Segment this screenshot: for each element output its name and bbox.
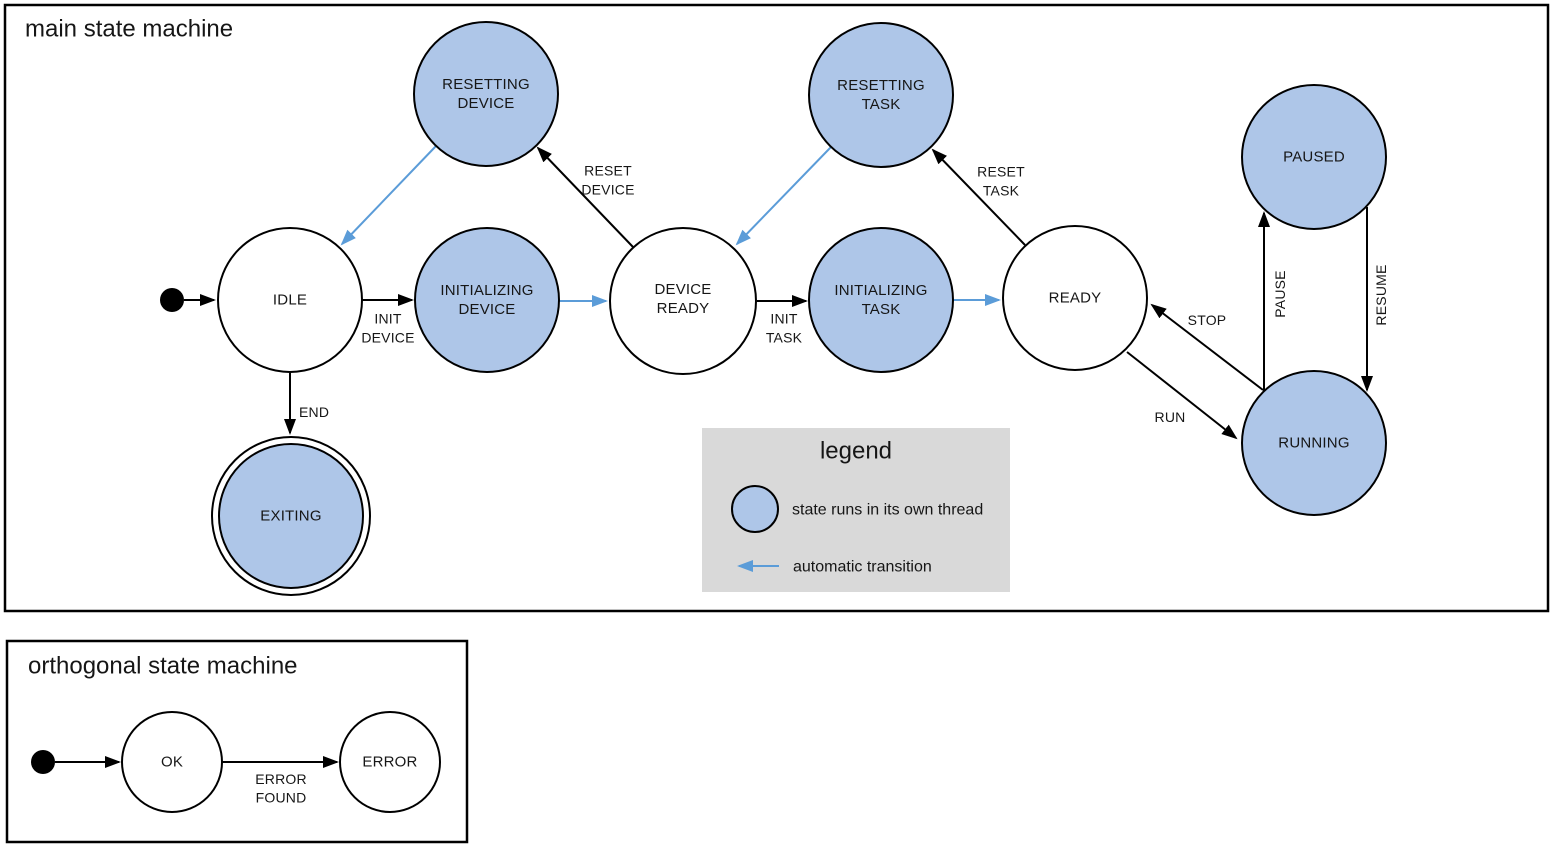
state-ok: OK (121, 711, 223, 813)
orthogonal-state-machine-panel (5, 639, 469, 844)
state-resetting-device: RESETTING DEVICE (413, 21, 559, 167)
state-paused-label: PAUSED (1283, 149, 1345, 166)
state-idle: IDLE (217, 227, 363, 373)
state-idle-label: IDLE (273, 292, 307, 309)
transition-init-device-label: DEVICE (361, 330, 414, 346)
transition-init-task-label: TASK (766, 330, 803, 346)
initial-state-dot-icon (31, 750, 55, 774)
transition-run-label: RUN (1155, 409, 1186, 425)
state-initializing-task-label: INITIALIZING (834, 282, 927, 299)
state-device-ready-label: READY (657, 300, 710, 317)
transition-run (1126, 351, 1238, 440)
transition-reset-task-label: RESET (977, 164, 1025, 180)
transition-error-found-label: FOUND (256, 790, 307, 806)
state-error-label: ERROR (362, 754, 417, 771)
state-paused: PAUSED (1241, 84, 1387, 230)
state-device-ready-label: DEVICE (654, 281, 711, 298)
legend: legend state runs in its own thread auto… (702, 428, 1010, 592)
main-state-machine-panel (3, 3, 1550, 613)
transition-stop-label: STOP (1188, 312, 1227, 328)
state-ready-label: READY (1049, 290, 1102, 307)
legend-auto-transition-label: automatic transition (793, 559, 932, 576)
transition-stop (1150, 303, 1264, 391)
state-initializing-device: INITIALIZING DEVICE (414, 227, 560, 373)
transition-resume-label: RESUME (1373, 264, 1389, 325)
state-resetting-task-label: RESETTING (837, 77, 925, 94)
transition-reset-device-label: DEVICE (581, 182, 634, 198)
state-resetting-task-label: TASK (862, 96, 901, 113)
state-initializing-task: INITIALIZING TASK (808, 227, 954, 373)
state-ok-label: OK (161, 754, 183, 771)
state-running-label: RUNNING (1278, 435, 1349, 452)
state-initializing-task-label: TASK (862, 301, 901, 318)
legend-threaded-state-label: state runs in its own thread (792, 502, 983, 519)
transition-auto-resetdevice-to-idle (340, 145, 437, 246)
state-running: RUNNING (1241, 370, 1387, 516)
state-device-ready: DEVICE READY (609, 227, 757, 375)
initial-state-dot-icon (160, 288, 184, 312)
transition-init-device-label: INIT (374, 311, 401, 327)
transition-pause-label: PAUSE (1272, 270, 1288, 317)
state-initializing-device-label: DEVICE (458, 301, 515, 318)
legend-title: legend (820, 438, 892, 465)
state-exiting-label: EXITING (260, 508, 321, 525)
main-state-machine-title: main state machine (25, 16, 233, 43)
state-resetting-device-label: DEVICE (457, 95, 514, 112)
transition-reset-task (931, 148, 1026, 246)
state-ready: READY (1002, 225, 1148, 371)
orthogonal-state-machine-title: orthogonal state machine (28, 653, 298, 680)
transition-auto-resettask-to-deviceready (735, 146, 832, 246)
state-initializing-device-label: INITIALIZING (440, 282, 533, 299)
transition-end-label: END (299, 404, 329, 420)
transition-init-task-label: INIT (770, 311, 797, 327)
transition-reset-device (536, 146, 634, 248)
transition-reset-device-label: RESET (584, 163, 632, 179)
transition-error-found-label: ERROR (255, 771, 307, 787)
legend-threaded-state-icon (731, 485, 779, 533)
state-error: ERROR (339, 711, 441, 813)
state-resetting-device-label: RESETTING (442, 76, 530, 93)
transition-reset-task-label: TASK (983, 183, 1020, 199)
state-exiting-final: EXITING (211, 436, 371, 596)
state-resetting-task: RESETTING TASK (808, 22, 954, 168)
